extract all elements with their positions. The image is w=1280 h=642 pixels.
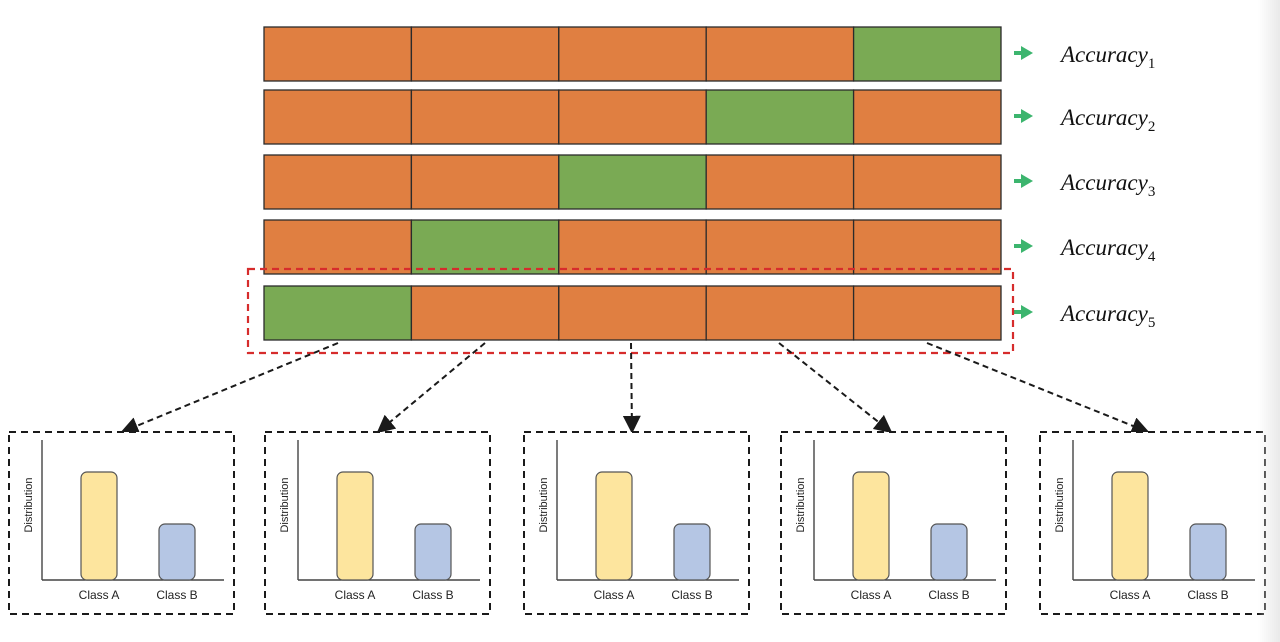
training-block xyxy=(558,285,707,341)
accuracy-label-subscript: 2 xyxy=(1148,119,1156,135)
accuracy-label-base: Accuracy xyxy=(1059,235,1149,260)
bar-class-b xyxy=(930,523,968,581)
bar-class-b xyxy=(158,523,196,581)
training-block xyxy=(705,26,855,82)
y-axis-label: Distribution xyxy=(1054,477,1066,532)
bar-class-a xyxy=(336,471,374,581)
training-block xyxy=(263,154,413,210)
accuracy-label-base: Accuracy xyxy=(1059,105,1149,130)
bar-class-a xyxy=(1111,471,1149,581)
result-arrow-icon xyxy=(1014,174,1033,188)
training-block xyxy=(852,285,1002,341)
training-block xyxy=(410,89,560,145)
tick-label-class-a: Class A xyxy=(79,588,120,602)
folds-group: Accuracy1Accuracy2Accuracy3Accuracy4Accu… xyxy=(263,26,1156,341)
panel-dashed-border xyxy=(8,431,235,615)
training-block xyxy=(705,154,855,210)
validation-block xyxy=(558,154,707,210)
validation-block xyxy=(410,219,560,275)
accuracy-label: Accuracy5 xyxy=(1059,301,1155,331)
panel-dashed-border xyxy=(523,431,750,615)
training-block xyxy=(705,219,855,275)
training-block xyxy=(410,285,560,341)
training-block xyxy=(558,89,707,145)
training-block xyxy=(558,26,707,82)
training-block xyxy=(852,154,1002,210)
y-axis-label: Distribution xyxy=(23,477,35,532)
tick-label-class-a: Class A xyxy=(1110,588,1151,602)
bar-class-b xyxy=(414,523,452,581)
accuracy-label: Accuracy3 xyxy=(1059,170,1155,200)
panel-dashed-border xyxy=(264,431,491,615)
tick-label-class-b: Class B xyxy=(1187,588,1228,602)
fold-row-4: Accuracy4 xyxy=(263,219,1156,275)
fold-row-2: Accuracy2 xyxy=(263,89,1155,145)
training-block xyxy=(263,219,413,275)
panel-dashed-border xyxy=(780,431,1007,615)
tick-label-class-b: Class B xyxy=(928,588,969,602)
bar-class-a xyxy=(852,471,890,581)
validation-block xyxy=(852,26,1002,82)
accuracy-label-subscript: 5 xyxy=(1148,315,1156,331)
edge-shade xyxy=(1258,0,1280,642)
connector-arrow-4 xyxy=(778,342,893,434)
training-block xyxy=(263,89,413,145)
accuracy-label-base: Accuracy xyxy=(1059,42,1149,67)
bar-class-b xyxy=(1189,523,1227,581)
validation-block xyxy=(263,285,413,341)
accuracy-label: Accuracy1 xyxy=(1059,42,1155,72)
training-block xyxy=(558,219,707,275)
y-axis-label: Distribution xyxy=(795,477,807,532)
bar-class-b xyxy=(673,523,711,581)
accuracy-label: Accuracy2 xyxy=(1059,105,1155,135)
connector-arrow-3 xyxy=(622,342,641,434)
y-axis-label: Distribution xyxy=(279,477,291,532)
result-arrow-icon xyxy=(1014,46,1033,60)
accuracy-label-base: Accuracy xyxy=(1059,301,1149,326)
tick-label-class-a: Class A xyxy=(594,588,635,602)
training-block xyxy=(705,285,855,341)
training-block xyxy=(852,219,1002,275)
panel-dashed-border xyxy=(1039,431,1266,615)
connectors-group xyxy=(120,342,1150,435)
tick-label-class-a: Class A xyxy=(851,588,892,602)
training-block xyxy=(852,89,1002,145)
highlight-group xyxy=(246,267,1015,355)
bar-class-a xyxy=(80,471,118,581)
result-arrow-icon xyxy=(1014,305,1033,319)
accuracy-label-subscript: 4 xyxy=(1148,249,1156,265)
connector-arrow-2 xyxy=(376,342,486,434)
accuracy-label-subscript: 3 xyxy=(1148,184,1156,200)
training-block xyxy=(263,26,413,82)
fold-row-5: Accuracy5 xyxy=(263,285,1155,341)
bar-class-a xyxy=(595,471,633,581)
tick-label-class-b: Class B xyxy=(156,588,197,602)
training-block xyxy=(410,154,560,210)
accuracy-label: Accuracy4 xyxy=(1059,235,1156,265)
connector-arrow-1 xyxy=(120,342,339,435)
fold-row-1: Accuracy1 xyxy=(263,26,1155,82)
result-arrow-icon xyxy=(1014,109,1033,123)
tick-label-class-b: Class B xyxy=(671,588,712,602)
accuracy-label-subscript: 1 xyxy=(1148,56,1156,72)
result-arrow-icon xyxy=(1014,239,1033,253)
connector-arrow-5 xyxy=(926,342,1150,435)
accuracy-label-base: Accuracy xyxy=(1059,170,1149,195)
tick-label-class-a: Class A xyxy=(335,588,376,602)
training-block xyxy=(410,26,560,82)
y-axis-label: Distribution xyxy=(538,477,550,532)
tick-label-class-b: Class B xyxy=(412,588,453,602)
validation-block xyxy=(705,89,855,145)
fold-row-3: Accuracy3 xyxy=(263,154,1155,210)
selected-fold-highlight xyxy=(246,267,1015,355)
